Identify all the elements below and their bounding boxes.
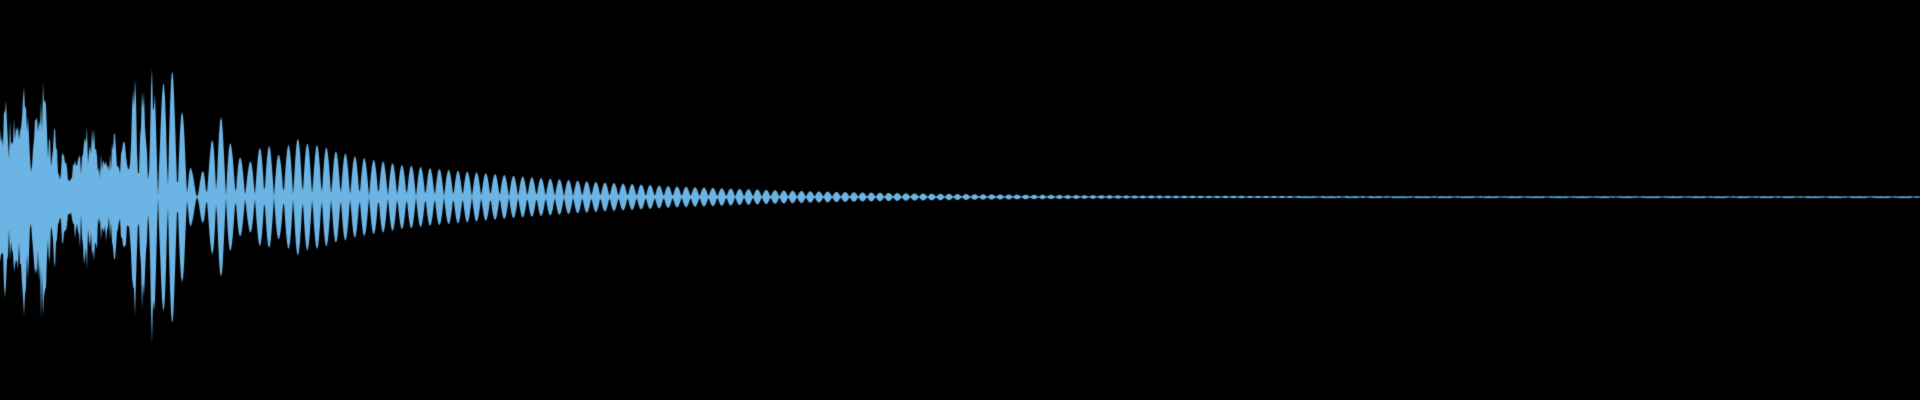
waveform-view[interactable]: Audio waveform Damped impact / kick tran… [0,0,1920,400]
audio-waveform-canvas[interactable] [0,0,1920,400]
